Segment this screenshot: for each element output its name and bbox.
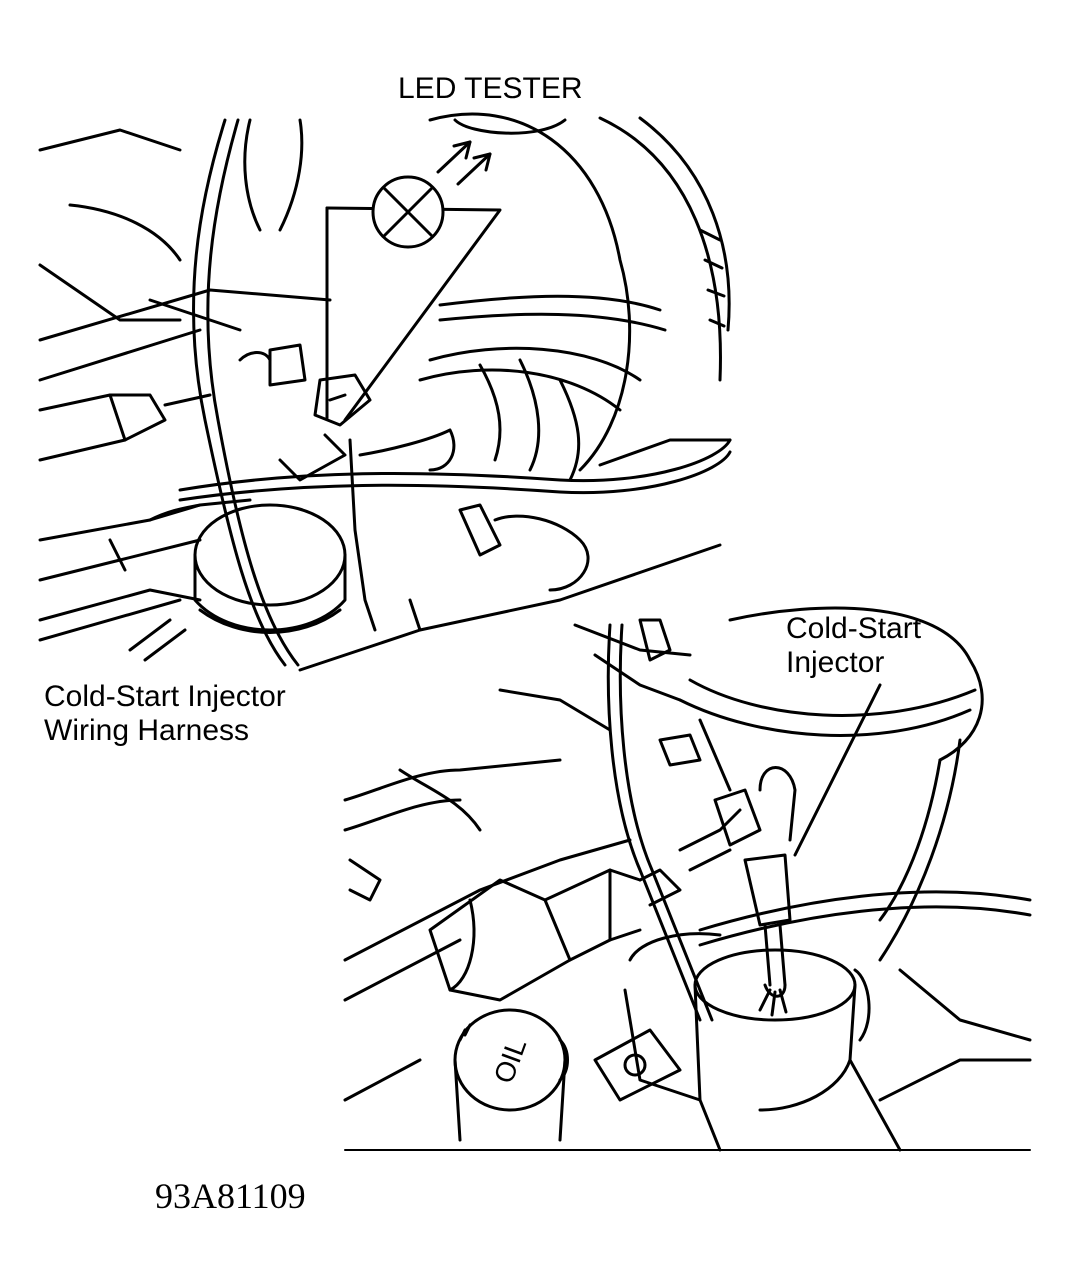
injector-label-line1: Cold-Start [786,612,922,645]
lower-engine-view [343,606,1032,1152]
upper-engine-view [38,112,732,672]
injector-label-line2: Injector [786,646,885,679]
figure-code: 93A81109 [155,1176,306,1216]
led-tester-label: LED TESTER [398,72,583,105]
harness-label-line2: Wiring Harness [44,714,250,747]
harness-label-line1: Cold-Start Injector [44,680,286,713]
